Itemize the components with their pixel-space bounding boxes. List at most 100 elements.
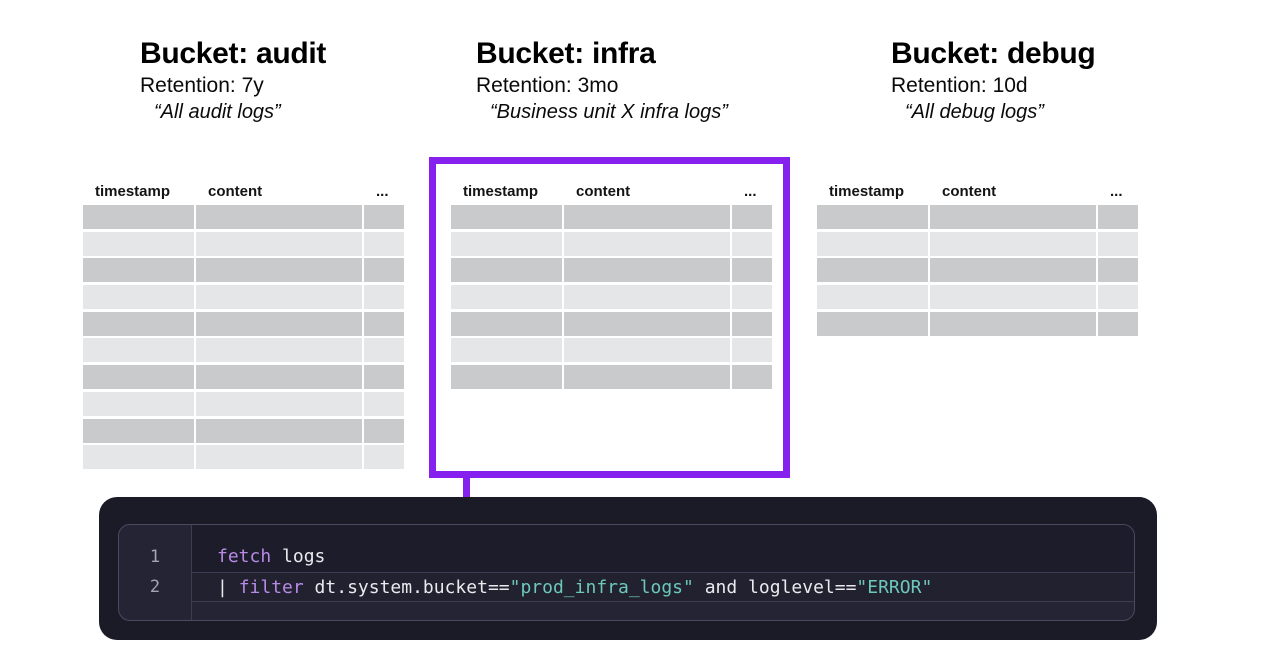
table-row <box>83 231 404 256</box>
code-token-keyword: filter <box>238 577 304 598</box>
table-row <box>817 311 1138 336</box>
table-row <box>83 258 404 283</box>
table-cell <box>1098 205 1138 229</box>
line-number: 1 <box>149 547 161 567</box>
log-table-debug: timestamp content ... <box>817 177 1138 336</box>
column-header-timestamp: timestamp <box>829 182 905 200</box>
table-cell <box>364 445 404 470</box>
table-cell <box>364 231 404 256</box>
table-cell <box>732 231 772 256</box>
table-cell <box>83 365 194 390</box>
highlight-connector-line <box>463 474 470 498</box>
table-row <box>451 285 772 310</box>
table-cell <box>364 365 404 390</box>
table-row <box>83 445 404 470</box>
table-row <box>817 258 1138 283</box>
table-row <box>451 311 772 336</box>
table-cell <box>564 258 730 283</box>
table-cell <box>817 311 928 336</box>
table-cell <box>564 285 730 310</box>
bucket-header-audit: Bucket: audit Retention: 7y “All audit l… <box>140 36 326 126</box>
table-row <box>83 285 404 310</box>
table-cell <box>930 311 1096 336</box>
table-body <box>817 205 1138 336</box>
table-cell <box>451 285 562 310</box>
table-cell <box>83 231 194 256</box>
table-cell <box>364 258 404 283</box>
table-cell <box>1098 231 1138 256</box>
code-line[interactable]: fetch logs <box>192 542 1134 572</box>
table-cell <box>83 418 194 443</box>
code-token-plain: dt.system.bucket== <box>303 577 510 598</box>
table-cell <box>196 391 362 416</box>
column-header-more: ... <box>376 182 389 200</box>
line-number: 2 <box>149 577 161 597</box>
bucket-retention: Retention: 3mo <box>476 74 619 97</box>
table-cell <box>564 338 730 363</box>
code-area: fetch logs| filter dt.system.bucket=="pr… <box>192 525 1134 620</box>
bucket-description: “All debug logs” <box>905 101 1044 123</box>
table-row <box>83 391 404 416</box>
table-cell <box>930 258 1096 283</box>
table-header-row: timestamp content ... <box>451 177 772 205</box>
table-cell <box>1098 258 1138 283</box>
table-cell <box>732 258 772 283</box>
table-cell <box>732 365 772 390</box>
table-cell <box>930 285 1096 310</box>
log-table-infra: timestamp content ... <box>451 177 772 390</box>
table-body <box>451 205 772 390</box>
bucket-description: “All audit logs” <box>154 101 281 123</box>
table-cell <box>451 338 562 363</box>
table-row <box>817 231 1138 256</box>
code-token-string: "prod_infra_logs" <box>509 577 694 598</box>
table-cell <box>564 205 730 229</box>
table-cell <box>564 231 730 256</box>
bucket-retention: Retention: 10d <box>891 74 1028 97</box>
table-cell <box>196 285 362 310</box>
table-cell <box>196 311 362 336</box>
table-cell <box>817 205 928 229</box>
code-token-keyword: fetch <box>217 546 272 567</box>
table-cell <box>196 231 362 256</box>
column-header-more: ... <box>744 182 757 200</box>
bucket-title: Bucket: debug <box>891 37 1096 70</box>
code-token-plain: and loglevel== <box>693 577 857 598</box>
table-cell <box>83 338 194 363</box>
code-token-plain: | <box>217 577 239 598</box>
table-cell <box>817 258 928 283</box>
table-cell <box>83 205 194 229</box>
table-cell <box>930 205 1096 229</box>
table-row <box>83 418 404 443</box>
bucket-title: Bucket: audit <box>140 37 327 70</box>
table-header-row: timestamp content ... <box>83 177 404 205</box>
table-cell <box>364 311 404 336</box>
table-header-row: timestamp content ... <box>817 177 1138 205</box>
table-cell <box>451 231 562 256</box>
column-header-content: content <box>576 182 631 200</box>
column-header-content: content <box>208 182 263 200</box>
column-header-timestamp: timestamp <box>463 182 539 200</box>
table-cell <box>732 285 772 310</box>
table-cell <box>364 205 404 229</box>
table-cell <box>83 258 194 283</box>
table-row <box>83 311 404 336</box>
table-cell <box>451 258 562 283</box>
code-line[interactable]: | filter dt.system.bucket=="prod_infra_l… <box>192 572 1134 602</box>
table-cell <box>196 338 362 363</box>
table-cell <box>196 445 362 470</box>
bucket-header-infra: Bucket: infra Retention: 3mo “Business u… <box>476 36 728 126</box>
code-token-plain: logs <box>271 546 326 567</box>
bucket-header-debug: Bucket: debug Retention: 10d “All debug … <box>891 36 1096 126</box>
table-cell <box>451 205 562 229</box>
table-cell <box>196 365 362 390</box>
table-row <box>451 258 772 283</box>
column-header-timestamp: timestamp <box>95 182 171 200</box>
table-cell <box>732 205 772 229</box>
code-top-padding <box>192 525 1134 542</box>
table-row <box>451 365 772 390</box>
column-header-content: content <box>942 182 997 200</box>
table-cell <box>364 285 404 310</box>
table-row <box>451 231 772 256</box>
